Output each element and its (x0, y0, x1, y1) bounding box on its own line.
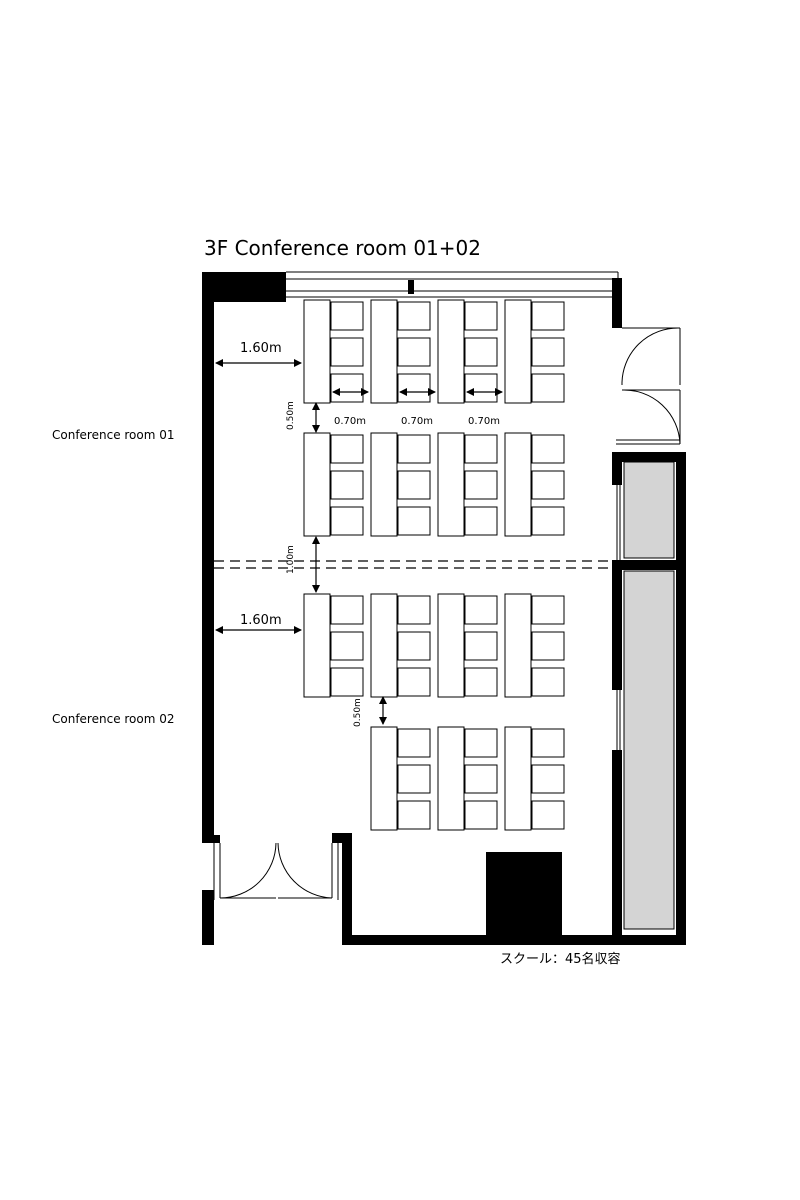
top-window (286, 271, 619, 298)
chair (397, 728, 431, 758)
left-door-jamb (202, 835, 220, 843)
table (437, 432, 465, 537)
chair (397, 800, 431, 830)
dim-label-seat-gap-1: 0.70m (334, 416, 366, 427)
chair (464, 595, 498, 625)
chair (464, 337, 498, 367)
table (504, 432, 532, 537)
dim-label-aisle-left-2: 1.60m (240, 613, 282, 628)
side-panel-lower (623, 570, 675, 930)
table (437, 299, 465, 404)
left-wall (202, 272, 214, 837)
chair (397, 373, 431, 403)
stair-block (486, 852, 562, 937)
side-panel-upper (623, 461, 675, 559)
table (370, 432, 398, 537)
top-right-post (612, 278, 622, 328)
chair (397, 595, 431, 625)
dim-label-row-gap-1: 0.50m (286, 401, 296, 430)
chair (531, 667, 565, 697)
table (437, 726, 465, 831)
dim-label-seat-gap-3: 0.70m (468, 416, 500, 427)
chair (330, 667, 364, 697)
chair (531, 728, 565, 758)
chair (531, 337, 565, 367)
bottom-wall (342, 935, 686, 945)
right-double-door (616, 327, 681, 445)
chair (397, 337, 431, 367)
chair (531, 800, 565, 830)
chair (464, 667, 498, 697)
capacity-note: スクール：45名収容 (500, 952, 621, 967)
chair (397, 434, 431, 464)
furniture (303, 299, 565, 831)
chair (464, 434, 498, 464)
chair (464, 373, 498, 403)
chair (464, 631, 498, 661)
table (504, 593, 532, 698)
chair (330, 631, 364, 661)
table (303, 593, 331, 698)
bottom-wall-post (342, 833, 352, 945)
room-label-01: Conference room 01 (52, 428, 175, 442)
chair (464, 506, 498, 536)
right-inner-wall (612, 452, 622, 485)
chair (464, 301, 498, 331)
chair (531, 434, 565, 464)
chair (330, 434, 364, 464)
chair (330, 470, 364, 500)
chair (531, 764, 565, 794)
chair (397, 667, 431, 697)
side-panels (616, 461, 675, 930)
room-divider (214, 560, 612, 569)
chair (531, 301, 565, 331)
chair (464, 470, 498, 500)
chair (531, 506, 565, 536)
chair (330, 301, 364, 331)
partition-wall (612, 560, 686, 570)
chair (531, 470, 565, 500)
dimension-lines (215, 359, 503, 725)
chair (397, 764, 431, 794)
bottom-double-door (213, 838, 339, 900)
room-label-02: Conference room 02 (52, 712, 175, 726)
chair (531, 373, 565, 403)
chair (330, 373, 364, 403)
top-left-wall-block (202, 272, 286, 302)
dim-label-row-gap-2: 0.50m (353, 698, 363, 727)
chair (330, 337, 364, 367)
chair (531, 631, 565, 661)
table (370, 299, 398, 404)
right-wall-top (612, 452, 686, 462)
chair (464, 728, 498, 758)
chair (464, 764, 498, 794)
top-mark (408, 280, 414, 294)
dim-label-room-gap: 1.00m (286, 545, 296, 574)
table (437, 593, 465, 698)
page-title: 3F Conference room 01+02 (204, 236, 481, 260)
table (370, 726, 398, 831)
dim-label-aisle-left-1: 1.60m (240, 341, 282, 356)
table (303, 299, 331, 404)
walls (202, 272, 686, 945)
right-inner-wall-low (612, 750, 622, 945)
table (504, 299, 532, 404)
chair (531, 595, 565, 625)
table (370, 593, 398, 698)
chair (330, 595, 364, 625)
chair (397, 470, 431, 500)
right-outer-wall (676, 452, 686, 945)
table (303, 432, 331, 537)
chair (330, 506, 364, 536)
chair (397, 631, 431, 661)
right-inner-wall-mid (612, 560, 622, 690)
dim-label-seat-gap-2: 0.70m (401, 416, 433, 427)
table (504, 726, 532, 831)
left-wall-lower (202, 890, 214, 945)
chair (464, 800, 498, 830)
chair (397, 506, 431, 536)
chair (397, 301, 431, 331)
